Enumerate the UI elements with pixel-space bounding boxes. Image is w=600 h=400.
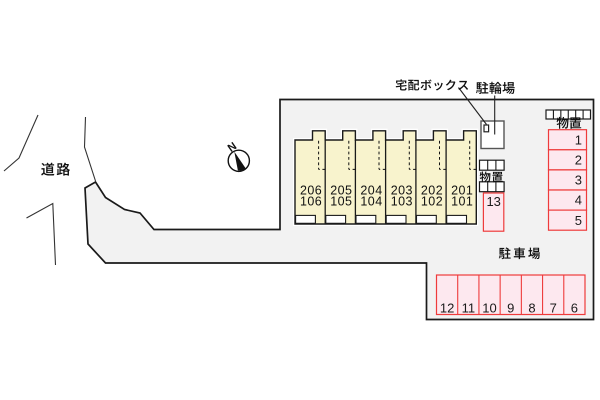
svg-text:202: 202	[421, 184, 443, 198]
svg-text:6: 6	[571, 301, 578, 316]
svg-text:203: 203	[391, 184, 413, 198]
svg-text:204: 204	[360, 184, 382, 198]
svg-text:206: 206	[300, 184, 322, 198]
svg-text:7: 7	[550, 301, 557, 316]
svg-text:201: 201	[451, 184, 473, 198]
svg-text:4: 4	[575, 193, 582, 208]
svg-text:5: 5	[575, 213, 582, 228]
svg-text:2: 2	[575, 152, 582, 167]
svg-text:13: 13	[486, 194, 500, 209]
svg-text:3: 3	[575, 173, 582, 188]
svg-text:104: 104	[360, 195, 382, 209]
svg-text:10: 10	[482, 301, 496, 316]
svg-text:103: 103	[391, 195, 413, 209]
svg-text:12: 12	[440, 301, 454, 316]
svg-text:1: 1	[575, 132, 582, 147]
svg-text:106: 106	[300, 195, 322, 209]
svg-text:105: 105	[330, 195, 352, 209]
svg-text:205: 205	[330, 184, 352, 198]
svg-text:102: 102	[421, 195, 443, 209]
svg-text:9: 9	[507, 301, 514, 316]
svg-text:11: 11	[462, 301, 476, 316]
svg-text:8: 8	[528, 301, 535, 316]
svg-text:101: 101	[451, 195, 473, 209]
